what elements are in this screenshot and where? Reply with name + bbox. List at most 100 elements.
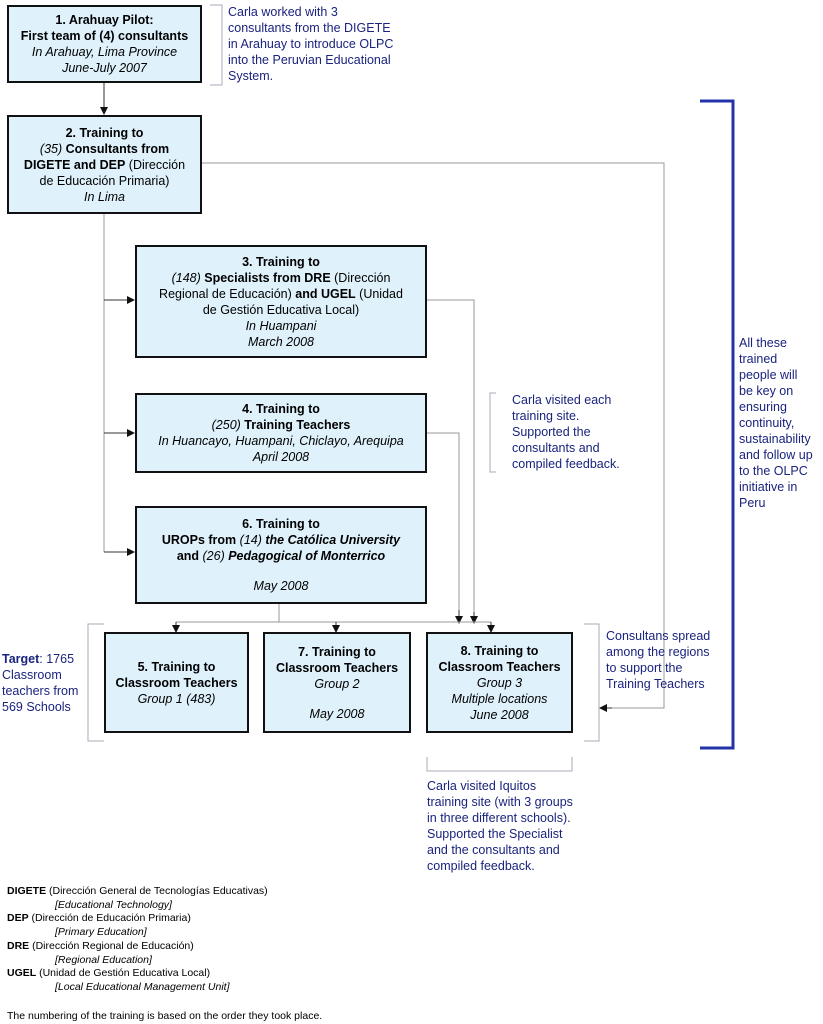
box5-line2: Classroom Teachers: [115, 675, 238, 690]
box3-line5: In Huampani: [245, 318, 317, 333]
legend-entry: DRE (Dirección Regional de Educación): [7, 940, 268, 954]
box7-line4: May 2008: [309, 706, 365, 721]
n3-line: initiative in: [739, 480, 798, 494]
box-training-specialists: 3. Training to (148) Specialists from DR…: [135, 245, 427, 358]
box4-count: (250): [211, 418, 241, 432]
box1-line2: First team of (4) consultants: [20, 29, 189, 43]
n5-line: Supported the Specialist: [427, 827, 563, 841]
target-line-3: 569 Schools: [2, 700, 71, 714]
box8-line3: Group 3: [476, 675, 523, 690]
legend-abbr: DIGETE: [7, 885, 47, 897]
n3-line: to the OLPC: [739, 464, 808, 478]
box1-line4: June-July 2007: [62, 61, 147, 75]
box1-title: 1. Arahuay Pilot:: [55, 13, 154, 27]
note-bracket-2: [489, 392, 496, 473]
box2-line3-bold: DIGETE and DEP: [23, 157, 126, 172]
box3-title: 3. Training to: [242, 254, 320, 269]
box6-line2-bold: UROPs from: [161, 533, 240, 547]
box-classroom-group3: 8. Training to Classroom Teachers Group …: [426, 632, 573, 733]
n5-line: training site (with 3 groups: [427, 795, 573, 809]
box-training-urops: 6. Training to UROPs from (14) the Catól…: [135, 506, 427, 604]
n5-line: compiled feedback.: [427, 859, 535, 873]
box-classroom-group2: 7. Training to Classroom Teachers Group …: [263, 632, 411, 733]
n1-line: consultants from the DIGETE: [228, 21, 391, 35]
box6-title: 6. Training to: [242, 517, 320, 531]
box6-line3-bi: Pedagogical of Monterrico: [224, 549, 386, 563]
box8-line5: June 2008: [470, 707, 529, 722]
note-bracket-1: [210, 4, 223, 86]
n3-line: be key on: [739, 384, 794, 398]
box2-title: 2. Training to: [65, 125, 144, 140]
n3-line: All these: [739, 336, 787, 350]
box3-line3-rest: (Unidad: [355, 286, 403, 301]
legend-entry: UGEL (Unidad de Gestión Educativa Local): [7, 967, 268, 981]
line-b2-b8: [202, 162, 665, 709]
box3-line3-pre: Regional de Educación): [159, 286, 292, 301]
box-classroom-group1: 5. Training to Classroom Teachers Group …: [104, 632, 249, 733]
summary-bracket: [700, 99, 735, 750]
target-line-2: teachers from: [2, 684, 79, 698]
n3-line: and follow up: [739, 448, 813, 462]
n3-line: people will: [739, 368, 798, 382]
n5-line: and the consultants and: [427, 843, 560, 857]
legend-abbr: DEP: [7, 912, 29, 925]
note-bracket-bottom: [426, 757, 573, 772]
abbreviation-legend: DIGETE (Dirección General de Tecnologías…: [7, 885, 268, 995]
legend-full: (Dirección Regional de Educación): [29, 939, 194, 952]
box2-line5: In Lima: [84, 189, 125, 204]
n2-line: consultants and: [512, 441, 600, 455]
legend-full: (Unidad de Gestión Educativa Local): [36, 967, 211, 980]
legend-full: (Dirección General de Tecnologías Educat…: [46, 885, 268, 897]
box-training-teachers: 4. Training to (250) Training Teachers I…: [135, 393, 427, 473]
box3-line4: de Gestión Educativa Local): [202, 302, 360, 317]
n5-line: in three different schools).: [427, 811, 571, 825]
box7-title: 7. Training to: [298, 644, 376, 659]
n4-line: to support the: [606, 661, 683, 675]
target-bracket-left: [87, 623, 104, 742]
box2-line3-rest: (Dirección: [125, 157, 186, 172]
n2-line: Carla visited each: [512, 393, 612, 407]
target-label: Target: [2, 652, 40, 666]
target-line-1: Classroom: [2, 668, 62, 682]
target-count: : 1765: [39, 652, 75, 666]
footnote: The numbering of the training is based o…: [7, 1010, 323, 1022]
n3-line: continuity,: [739, 416, 795, 430]
note-trained-people: All these trained people will be key on ensu…: [739, 335, 813, 511]
target-bracket-right: [584, 623, 600, 742]
box-training-consultants: 2. Training to (35) Consultants from DIG…: [7, 115, 202, 214]
box5-title: 5. Training to: [137, 659, 216, 674]
box3-line6: March 2008: [247, 334, 314, 349]
box6-line2-count: (14): [239, 533, 262, 547]
legend-translation: [Regional Education]: [55, 953, 152, 966]
legend-translation: [Local Educational Management Unit]: [55, 980, 230, 993]
n3-line: Peru: [739, 496, 766, 510]
box6-line4: May 2008: [253, 579, 309, 593]
n2-line: training site.: [512, 409, 580, 423]
box7-line3: Group 2: [314, 676, 360, 691]
n3-line: ensuring: [739, 400, 787, 414]
note-target: Target: 1765 Classroom teachers from 569…: [2, 651, 78, 715]
line-b4-b8: [427, 432, 460, 612]
box6-line3-count: (26): [202, 549, 225, 563]
n1-line: in Arahuay to introduce OLPC: [228, 37, 394, 51]
box2-count: (35): [39, 141, 63, 156]
box-arahuay-pilot: 1. Arahuay Pilot: First team of (4) cons…: [7, 5, 202, 83]
box4-title: 4. Training to: [242, 402, 320, 416]
n1-line: System.: [228, 69, 274, 83]
box1-line3: In Arahuay, Lima Province: [31, 45, 178, 59]
line-b3-b8: [427, 299, 475, 622]
box6-line2-bi: the Católica University: [261, 533, 401, 547]
box4-line3: In Huancayo, Huampani, Chiclayo, Arequip…: [158, 434, 404, 448]
box3-count: (148): [171, 270, 201, 285]
box3-line3-bold: and UGEL: [291, 286, 356, 301]
n1-line: into the Peruvian Educational: [228, 53, 391, 67]
legend-entry: DIGETE (Dirección General de Tecnologías…: [7, 885, 268, 899]
box8-title: 8. Training to: [460, 643, 539, 658]
n3-line: trained: [739, 352, 778, 366]
n4-line: Consultans spread: [606, 629, 711, 643]
